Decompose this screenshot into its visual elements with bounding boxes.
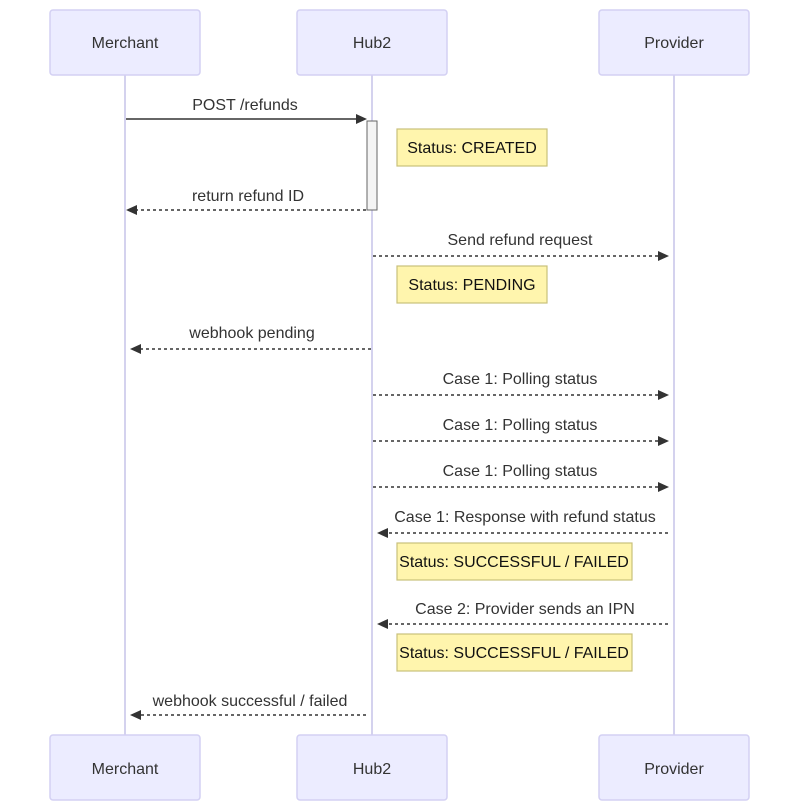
message-label: Case 1: Polling status xyxy=(443,463,598,480)
message-post-refunds: POST /refunds xyxy=(126,97,367,124)
message-send-refund-request: Send refund request xyxy=(373,232,669,261)
message-polling-status-2: Case 1: Polling status xyxy=(373,417,669,446)
arrowhead-icon xyxy=(130,344,141,354)
arrowhead-icon xyxy=(130,710,141,720)
note-status-pending: Status: PENDING xyxy=(396,265,548,304)
actor-provider-top: Provider xyxy=(598,9,750,76)
actor-hub2-bottom: Hub2 xyxy=(296,734,448,801)
message-polling-status-1: Case 1: Polling status xyxy=(373,371,669,400)
note-status-successful-failed-1: Status: SUCCESSFUL / FAILED xyxy=(396,542,633,581)
message-webhook-pending: webhook pending xyxy=(130,325,371,354)
note-text: Status: SUCCESSFUL / FAILED xyxy=(399,554,629,571)
arrowhead-icon xyxy=(126,205,137,215)
message-label: POST /refunds xyxy=(192,97,298,114)
message-provider-sends-ipn: Case 2: Provider sends an IPN xyxy=(377,601,668,629)
actor-label: Merchant xyxy=(92,761,159,778)
message-label: webhook successful / failed xyxy=(152,693,348,710)
note-text: Status: CREATED xyxy=(407,140,537,157)
message-label: Case 1: Polling status xyxy=(443,417,598,434)
message-label: return refund ID xyxy=(192,188,304,205)
actor-label: Hub2 xyxy=(353,761,391,778)
actor-merchant-bottom: Merchant xyxy=(49,734,201,801)
actor-label: Provider xyxy=(644,761,704,778)
message-label: Case 2: Provider sends an IPN xyxy=(415,601,635,618)
arrowhead-icon xyxy=(658,482,669,492)
message-label: webhook pending xyxy=(188,325,314,342)
actor-label: Hub2 xyxy=(353,35,391,52)
message-response-refund-status: Case 1: Response with refund status xyxy=(377,509,668,538)
message-polling-status-3: Case 1: Polling status xyxy=(373,463,669,492)
arrowhead-icon xyxy=(658,390,669,400)
arrowhead-icon xyxy=(356,114,367,124)
arrowhead-icon xyxy=(658,436,669,446)
arrowhead-icon xyxy=(377,528,388,538)
note-text: Status: SUCCESSFUL / FAILED xyxy=(399,645,629,662)
arrowhead-icon xyxy=(658,251,669,261)
actor-hub2-top: Hub2 xyxy=(296,9,448,76)
actor-label: Merchant xyxy=(92,35,159,52)
message-label: Case 1: Response with refund status xyxy=(394,509,655,526)
activation-bar xyxy=(366,120,378,211)
note-text: Status: PENDING xyxy=(408,277,535,294)
arrowhead-icon xyxy=(377,619,388,629)
message-label: Send refund request xyxy=(448,232,594,249)
message-webhook-successful-failed: webhook successful / failed xyxy=(130,693,366,720)
actor-label: Provider xyxy=(644,35,704,52)
message-return-refund-id: return refund ID xyxy=(126,188,366,215)
note-status-successful-failed-2: Status: SUCCESSFUL / FAILED xyxy=(396,633,633,672)
actor-provider-bottom: Provider xyxy=(598,734,750,801)
note-status-created: Status: CREATED xyxy=(396,128,548,167)
actor-merchant-top: Merchant xyxy=(49,9,201,76)
message-label: Case 1: Polling status xyxy=(443,371,598,388)
